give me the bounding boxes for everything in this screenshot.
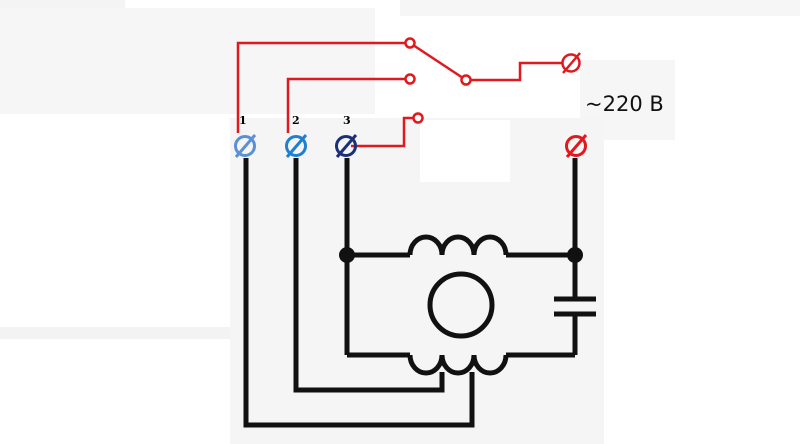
terminal-2-label: 2 [292,114,300,127]
terminal-3: 3 [335,114,358,158]
switch-blade [409,41,467,82]
switch-contact-2 [404,73,416,85]
terminal-supply-bottom [565,134,588,158]
terminal-1-icon [234,135,256,157]
wire-t1-to-winding [243,158,475,428]
terminal-1: 1 [234,114,257,158]
wire-t2-to-contact2 [286,77,410,133]
junction-left [339,247,355,263]
switch-common [460,74,472,86]
motor-wiring [243,158,578,428]
supply-voltage-label: ~220 B [585,92,664,116]
junction-dots [339,247,583,263]
switch-contact-3 [412,112,424,124]
wire-t2-to-winding-tap [293,158,445,393]
rotor-icon [427,271,495,339]
wire-t1-to-contact1 [236,41,410,133]
wire-t3-to-contact3 [351,116,418,148]
switch-wiring [236,41,565,148]
terminal-2: 2 [285,114,308,158]
terminal-1-label: 1 [239,114,247,127]
switch-contacts [404,37,472,124]
terminal-3-icon [335,135,357,157]
terminal-3-label: 3 [343,114,351,127]
winding-bottom [407,354,509,376]
supply-terminal-icon [565,135,587,157]
winding-top [407,234,509,256]
wire-switch-to-supply [466,61,565,82]
switch-contact-1 [404,37,416,49]
terminal-2-icon [285,135,307,157]
capacitor-icon [554,296,596,317]
terminal-supply-top [561,52,581,74]
junction-right [567,247,583,263]
